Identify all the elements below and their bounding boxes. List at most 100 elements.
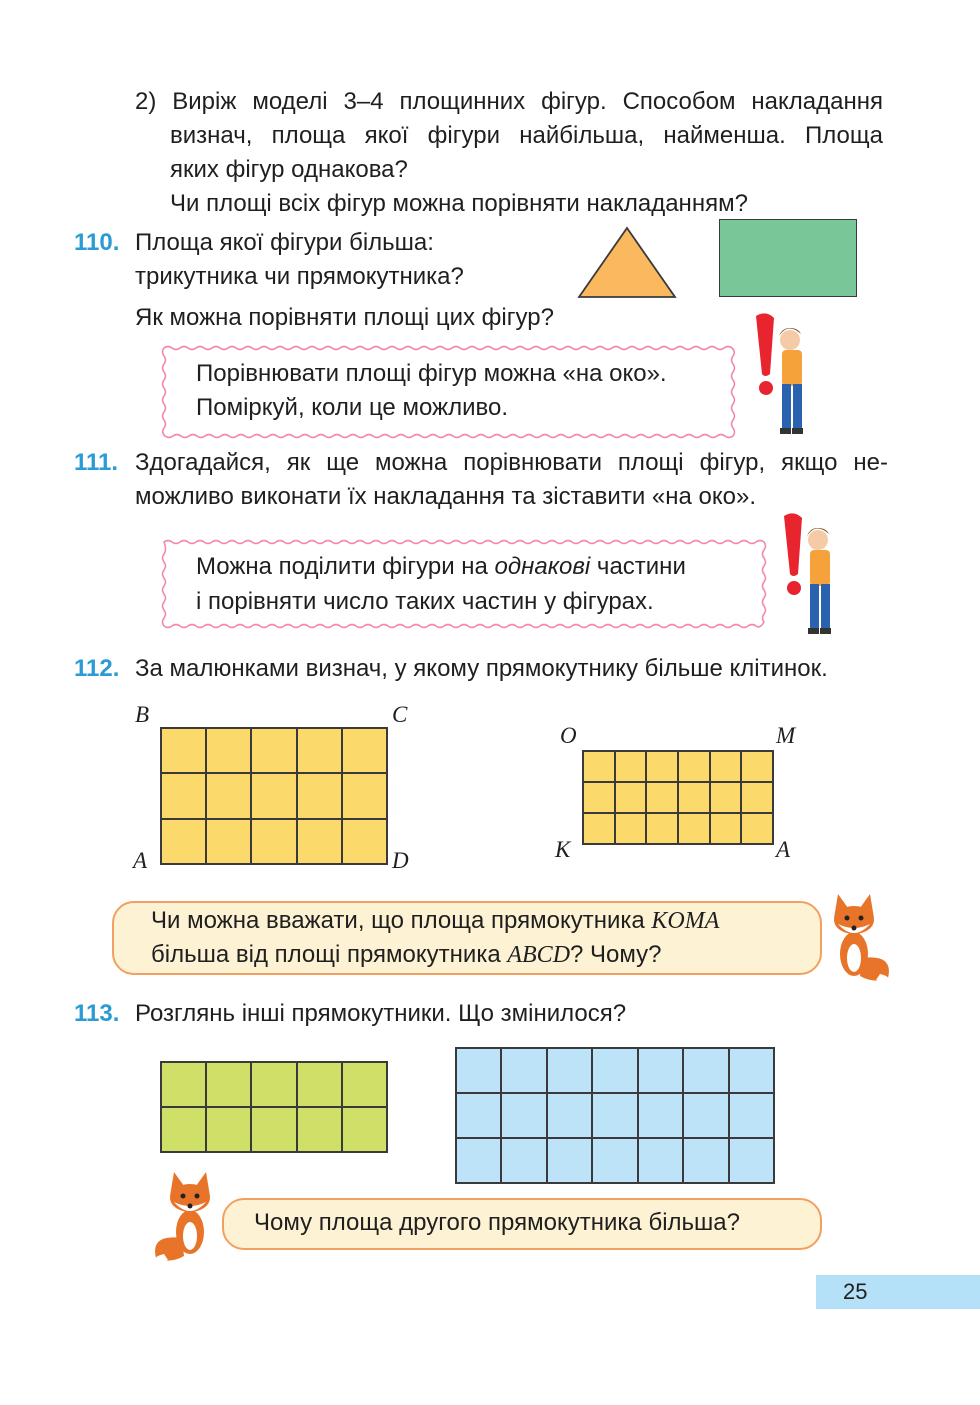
grid-cell: [683, 1093, 729, 1138]
grid-cell: [677, 782, 710, 813]
grid-cell: [546, 1093, 593, 1138]
note-111-text-a: Можна поділити фігури на: [196, 553, 495, 580]
grid-cell: [161, 728, 207, 774]
grid-cell: [741, 782, 773, 813]
grid-cell: [251, 818, 297, 864]
rect-abcd-label-c: C: [392, 702, 408, 727]
rect-koma-grid: [582, 750, 774, 845]
grid-cell: [501, 1048, 547, 1093]
grid-cell: [614, 751, 647, 782]
blue-grid-rectangle: [455, 1047, 775, 1184]
exercise-110-number: 110.: [74, 229, 120, 256]
note-110-frame: [161, 345, 736, 439]
green-rectangle-shape: [719, 219, 857, 297]
grid-cell: [728, 1048, 774, 1093]
bubble-112-var-abcd: ABCD: [507, 942, 571, 968]
note-111-line-1: Можна поділити фігури на однакові частин…: [196, 550, 686, 584]
grid-cell: [206, 728, 252, 774]
exercise-110-line-1: Площа якої фігури більша:: [135, 229, 434, 256]
exercise-110-line-3: Як можна порівняти площі цих фігур?: [135, 304, 554, 331]
grid-cell: [206, 1062, 252, 1107]
note-111-emphasis: однакові: [494, 553, 591, 580]
question-bubble-113: [222, 1198, 822, 1250]
grid-cell: [456, 1048, 502, 1093]
grid-cell: [296, 818, 342, 864]
exercise-112-line-1: За малюнками визнач, у якому прямокутник…: [135, 655, 828, 682]
bubble-112-line-2: більша від площі прямокутника ABCD? Чому…: [151, 938, 662, 972]
grid-cell: [677, 751, 710, 782]
grid-cell: [637, 1048, 684, 1093]
grid-cell: [341, 818, 387, 864]
grid-cell: [546, 1138, 593, 1183]
fox-illustration: [834, 894, 889, 981]
rect-koma-label-m: M: [776, 723, 796, 748]
grid-cell: [583, 813, 615, 844]
exercise-110-line-2: трикутника чи прямокутника?: [135, 263, 464, 290]
grid-cell: [646, 751, 678, 782]
task-2-line-3: яких фігур однакова?: [170, 156, 408, 183]
grid-cell: [206, 773, 252, 819]
grid-cell: [614, 782, 647, 813]
rect-abcd-grid: [160, 727, 388, 865]
exercise-111-line-1: Здогадайся, як ще можна порівнювати площ…: [135, 449, 888, 476]
grid-cell: [501, 1093, 547, 1138]
grid-cell: [341, 1107, 387, 1152]
grid-cell: [583, 782, 615, 813]
task-2-line-2: визнач, площа якої фігури найбільша, най…: [170, 122, 883, 149]
note-110-line-2: Поміркуй, коли це можливо.: [196, 394, 508, 421]
grid-cell: [646, 813, 678, 844]
grid-cell: [251, 1062, 297, 1107]
task-2-line-4: Чи площі всіх фігур можна порівняти накл…: [170, 190, 748, 217]
exercise-111-number: 111.: [74, 449, 119, 476]
grid-cell: [206, 818, 252, 864]
grid-cell: [341, 773, 387, 819]
rect-abcd-label-a: A: [133, 848, 148, 873]
question-bubble-112: [112, 901, 822, 975]
grid-cell: [296, 728, 342, 774]
rect-koma-label-a: A: [776, 837, 791, 862]
grid-cell: [161, 773, 207, 819]
fox-illustration-2: [155, 1172, 210, 1261]
grid-cell: [546, 1048, 593, 1093]
grid-cell: [637, 1093, 684, 1138]
grid-cell: [583, 751, 615, 782]
grid-cell: [677, 813, 710, 844]
note-111-frame: [161, 539, 767, 629]
grid-cell: [592, 1093, 638, 1138]
rect-abcd-label-d: D: [392, 848, 409, 873]
rect-abcd-label-b: B: [135, 702, 150, 727]
grid-cell: [683, 1138, 729, 1183]
grid-cell: [161, 818, 207, 864]
grid-cell: [206, 1107, 252, 1152]
grid-cell: [709, 782, 742, 813]
triangle-shape: [577, 226, 677, 298]
bubble-112-line-1: Чи можна вважати, що площа прямокутника …: [151, 904, 719, 938]
grid-cell: [637, 1138, 684, 1183]
grid-cell: [456, 1138, 502, 1183]
rect-koma-label-o: O: [560, 723, 577, 748]
grid-cell: [341, 1062, 387, 1107]
exercise-113-number: 113.: [74, 1000, 120, 1027]
grid-cell: [341, 728, 387, 774]
grid-cell: [592, 1138, 638, 1183]
bubble-112-var-koma: KOMA: [651, 908, 720, 934]
grid-cell: [251, 773, 297, 819]
grid-cell: [251, 728, 297, 774]
grid-cell: [501, 1138, 547, 1183]
grid-cell: [161, 1062, 207, 1107]
grid-cell: [592, 1048, 638, 1093]
exercise-111-line-2: можливо виконати їх накладання та зістав…: [135, 483, 756, 510]
exercise-112-number: 112.: [74, 655, 120, 682]
grid-cell: [728, 1138, 774, 1183]
bubble-113-text: Чому площа другого прямокутника більша?: [254, 1209, 740, 1236]
grid-cell: [709, 751, 742, 782]
grid-cell: [296, 1062, 342, 1107]
grid-cell: [614, 813, 647, 844]
page-number-bar: [816, 1275, 980, 1309]
grid-cell: [161, 1107, 207, 1152]
grid-cell: [709, 813, 742, 844]
bubble-112-text-2: більша від площі прямокутника: [151, 941, 508, 968]
boy-exclamation-illustration: [756, 313, 803, 434]
rect-koma-label-k: K: [555, 837, 571, 862]
boy-exclamation-illustration-2: [784, 513, 831, 634]
